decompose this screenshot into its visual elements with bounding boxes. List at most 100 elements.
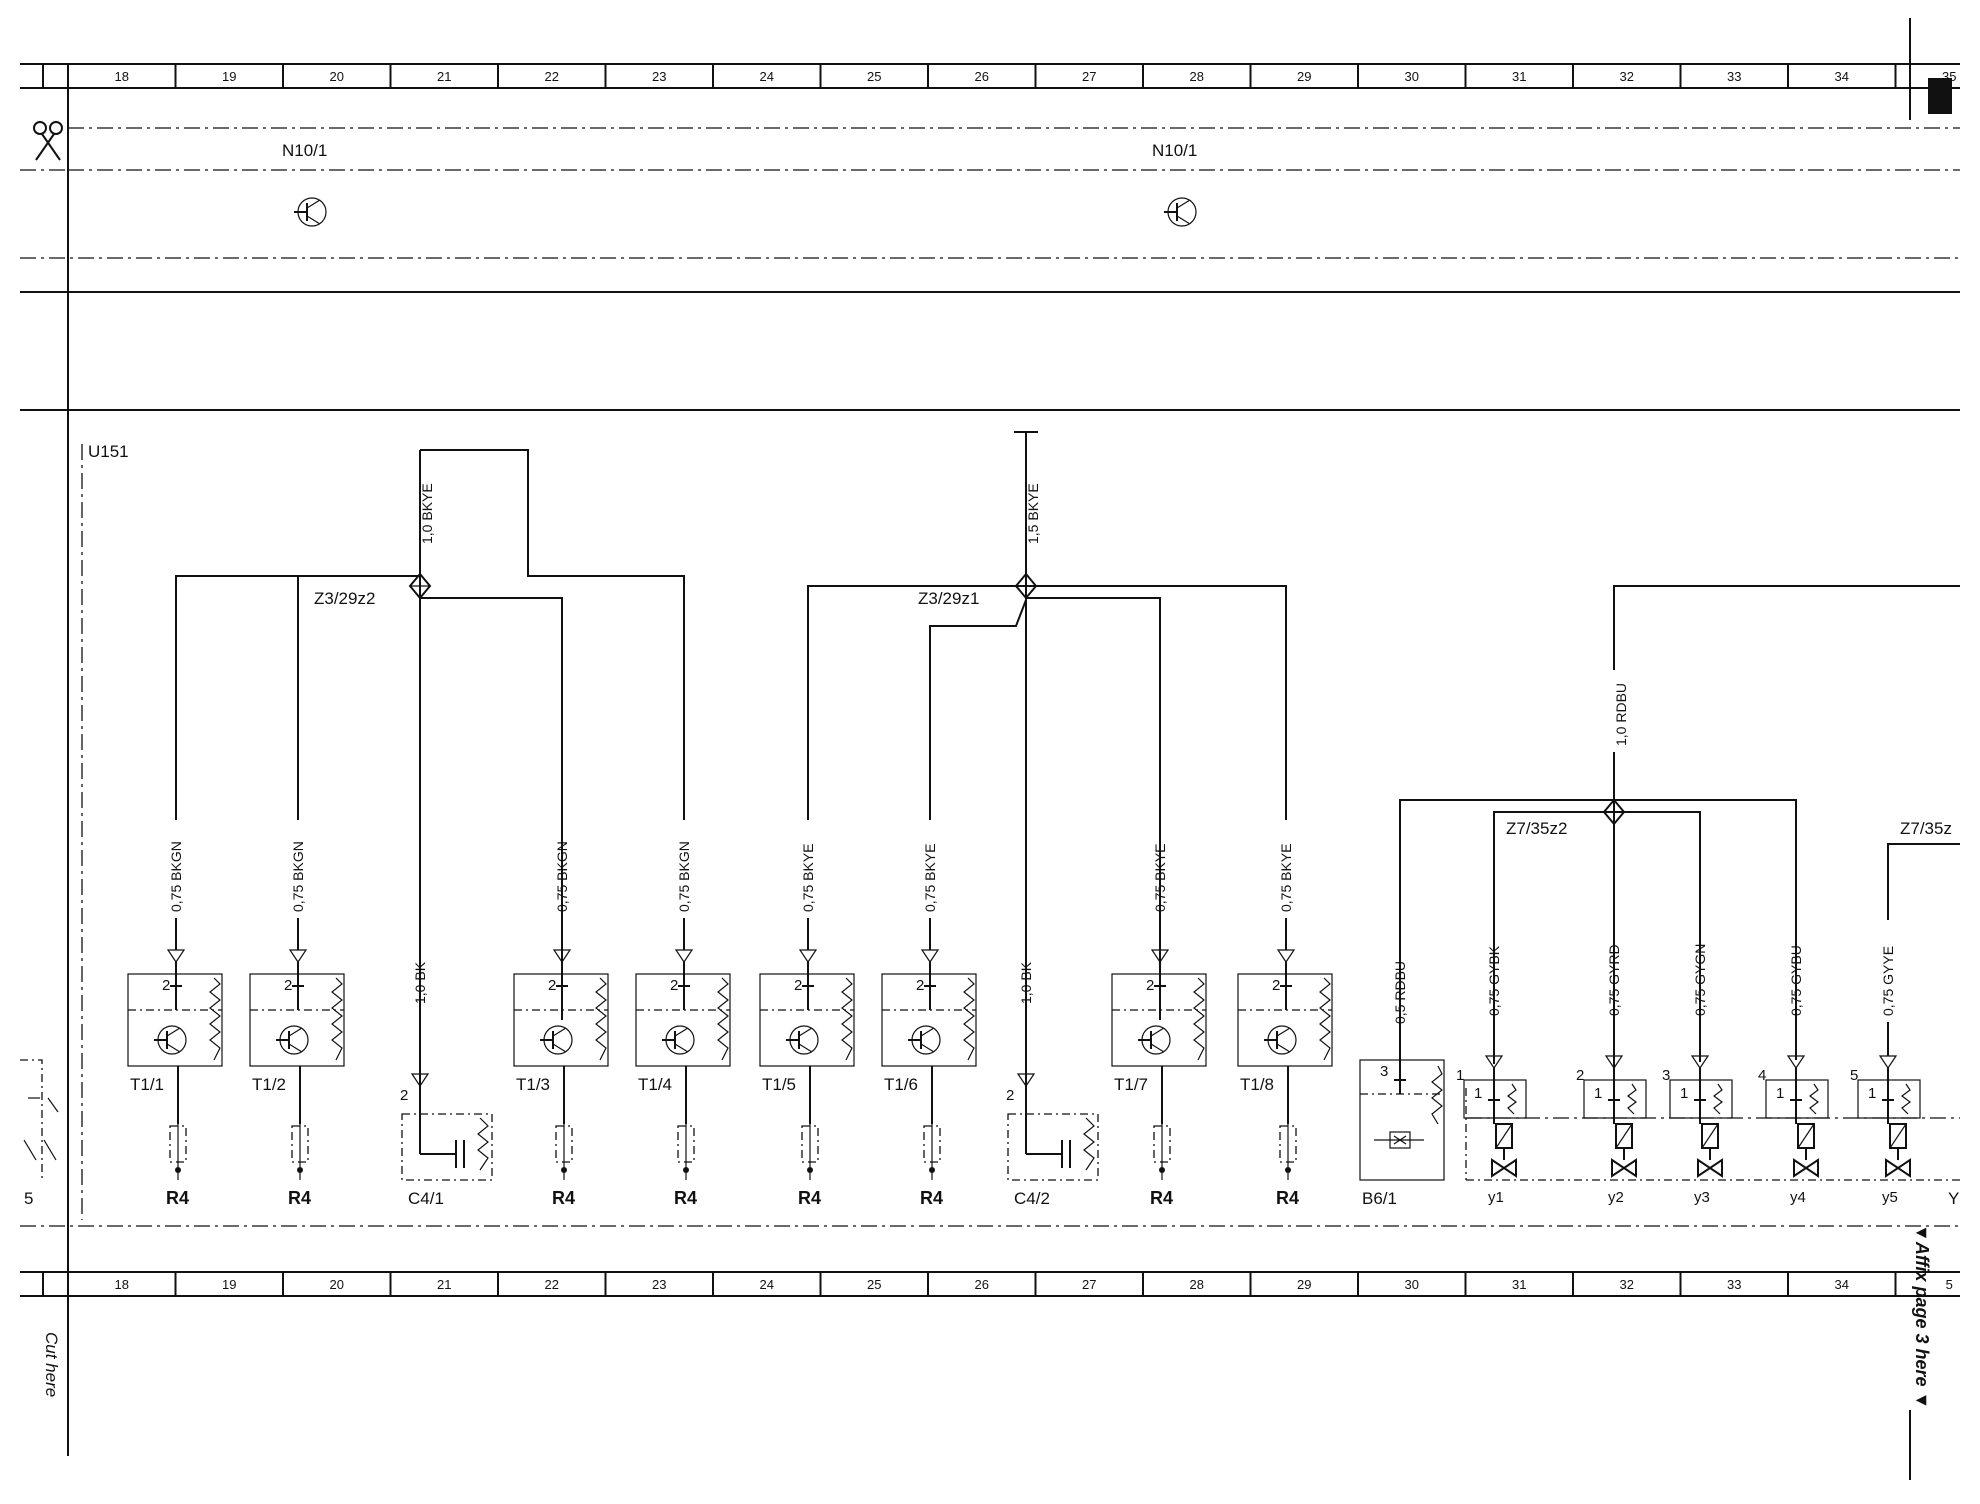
- grid-number: 31: [1512, 69, 1526, 84]
- splice-label: Z3/29z1: [918, 589, 979, 608]
- splice-label: Z7/35z: [1900, 819, 1952, 838]
- valve-block-frame: [1465, 1088, 1960, 1181]
- pin-label: 2: [548, 977, 556, 994]
- valve-label: y1: [1488, 1189, 1504, 1206]
- splice-label: Z3/29z2: [314, 589, 375, 608]
- connector-arrow-icon: [920, 949, 940, 964]
- grid-number: 18: [115, 1277, 129, 1292]
- wire-label: 0,75 BKGN: [290, 841, 306, 912]
- cut-here-label: Cut here: [42, 1332, 61, 1397]
- connector-arrow-icon: [1690, 1055, 1710, 1070]
- valve-block-label: Y: [1948, 1189, 1959, 1208]
- grid-number: 24: [760, 69, 774, 84]
- component-label: T1/2: [252, 1075, 286, 1094]
- resistor-label: R4: [166, 1188, 189, 1208]
- component-label: C4/2: [1014, 1189, 1050, 1208]
- pin-label: 5: [1850, 1067, 1858, 1084]
- sensor-icon: [1374, 1131, 1424, 1149]
- grid-number: 29: [1297, 69, 1311, 84]
- component-label: T1/4: [638, 1075, 672, 1094]
- wire-label: 0,75 GYGN: [1692, 944, 1708, 1016]
- pin-label: 1: [1680, 1085, 1688, 1102]
- grid-number: 20: [330, 1277, 344, 1292]
- resistor-label: R4: [798, 1188, 821, 1208]
- connector-arrow-icon: [798, 949, 818, 964]
- grid-number: 28: [1190, 69, 1204, 84]
- resistor-label: R4: [1150, 1188, 1173, 1208]
- grid-number: 34: [1835, 1277, 1849, 1292]
- wire-label: 0,75 GYBU: [1788, 945, 1804, 1016]
- grid-number: 19: [222, 1277, 236, 1292]
- resistor-label: R4: [288, 1188, 311, 1208]
- unit-label: U151: [88, 442, 129, 461]
- grid-number: 27: [1082, 1277, 1096, 1292]
- resistor-icon: [677, 1120, 695, 1180]
- transistor-icon: [1138, 1025, 1171, 1055]
- grid-number: 5: [1946, 1277, 1953, 1292]
- resistor-icon: [801, 1120, 819, 1180]
- pin-label: 2: [400, 1087, 408, 1104]
- resistor-label: R4: [552, 1188, 575, 1208]
- resistor-label: R4: [674, 1188, 697, 1208]
- resistor-icon: [555, 1120, 573, 1180]
- grid-number: 30: [1405, 1277, 1419, 1292]
- resistor-icon: [923, 1120, 941, 1180]
- transistor-icon: [540, 1025, 573, 1055]
- grid-number: 33: [1727, 69, 1741, 84]
- pin-label: 2: [1272, 977, 1280, 994]
- connector-arrow-icon: [1484, 1055, 1504, 1070]
- wire-label: 0,75 BKGN: [676, 841, 692, 912]
- connector-arrow-icon: [1604, 1055, 1624, 1070]
- resistor-icon: [169, 1120, 187, 1180]
- transistor-icon: [786, 1025, 819, 1055]
- pin-label: 4: [1758, 1067, 1766, 1084]
- splice-label: Z7/35z2: [1506, 819, 1567, 838]
- scissors-icon: [33, 121, 63, 161]
- grid-number: 30: [1405, 69, 1419, 84]
- connector-arrow-icon: [410, 1073, 430, 1088]
- grid-number: 21: [437, 69, 451, 84]
- connector-arrow-icon: [552, 949, 572, 964]
- connector-arrow-icon: [1276, 949, 1296, 964]
- pin-label: 1: [1868, 1085, 1876, 1102]
- connector-arrow-icon: [288, 949, 308, 964]
- component-label: B6/1: [1362, 1189, 1397, 1208]
- wire-label: 0,75 BKYE: [1152, 844, 1168, 913]
- resistor-icon: [1279, 1120, 1297, 1180]
- pin-label: 1: [1776, 1085, 1784, 1102]
- grid-number: 33: [1727, 1277, 1741, 1292]
- component-label: T1/5: [762, 1075, 796, 1094]
- wire-label: 0,75 BKGN: [554, 841, 570, 912]
- component-label: T1/3: [516, 1075, 550, 1094]
- component-label: T1/8: [1240, 1075, 1274, 1094]
- pin-label: 1: [1474, 1085, 1482, 1102]
- solenoid-valve-icon: [1697, 1123, 1723, 1178]
- resistor-icon: [291, 1120, 309, 1180]
- solenoid-valve-icon: [1611, 1123, 1637, 1178]
- connector-arrow-icon: [1878, 1055, 1898, 1070]
- pin-label: 1: [1594, 1085, 1602, 1102]
- grid-number: 24: [760, 1277, 774, 1292]
- solenoid-valve-icon: [1793, 1123, 1819, 1178]
- valve-label: y5: [1882, 1189, 1898, 1206]
- pin-label: 1: [1456, 1067, 1464, 1084]
- splice-node: [408, 572, 432, 600]
- grid-number: 22: [545, 1277, 559, 1292]
- transistor-icon: [1264, 1025, 1297, 1055]
- wire-label: 0,75 BKYE: [1278, 844, 1294, 913]
- grid-number: 29: [1297, 1277, 1311, 1292]
- frame: [20, 18, 1960, 1480]
- resistor-label: R4: [920, 1188, 943, 1208]
